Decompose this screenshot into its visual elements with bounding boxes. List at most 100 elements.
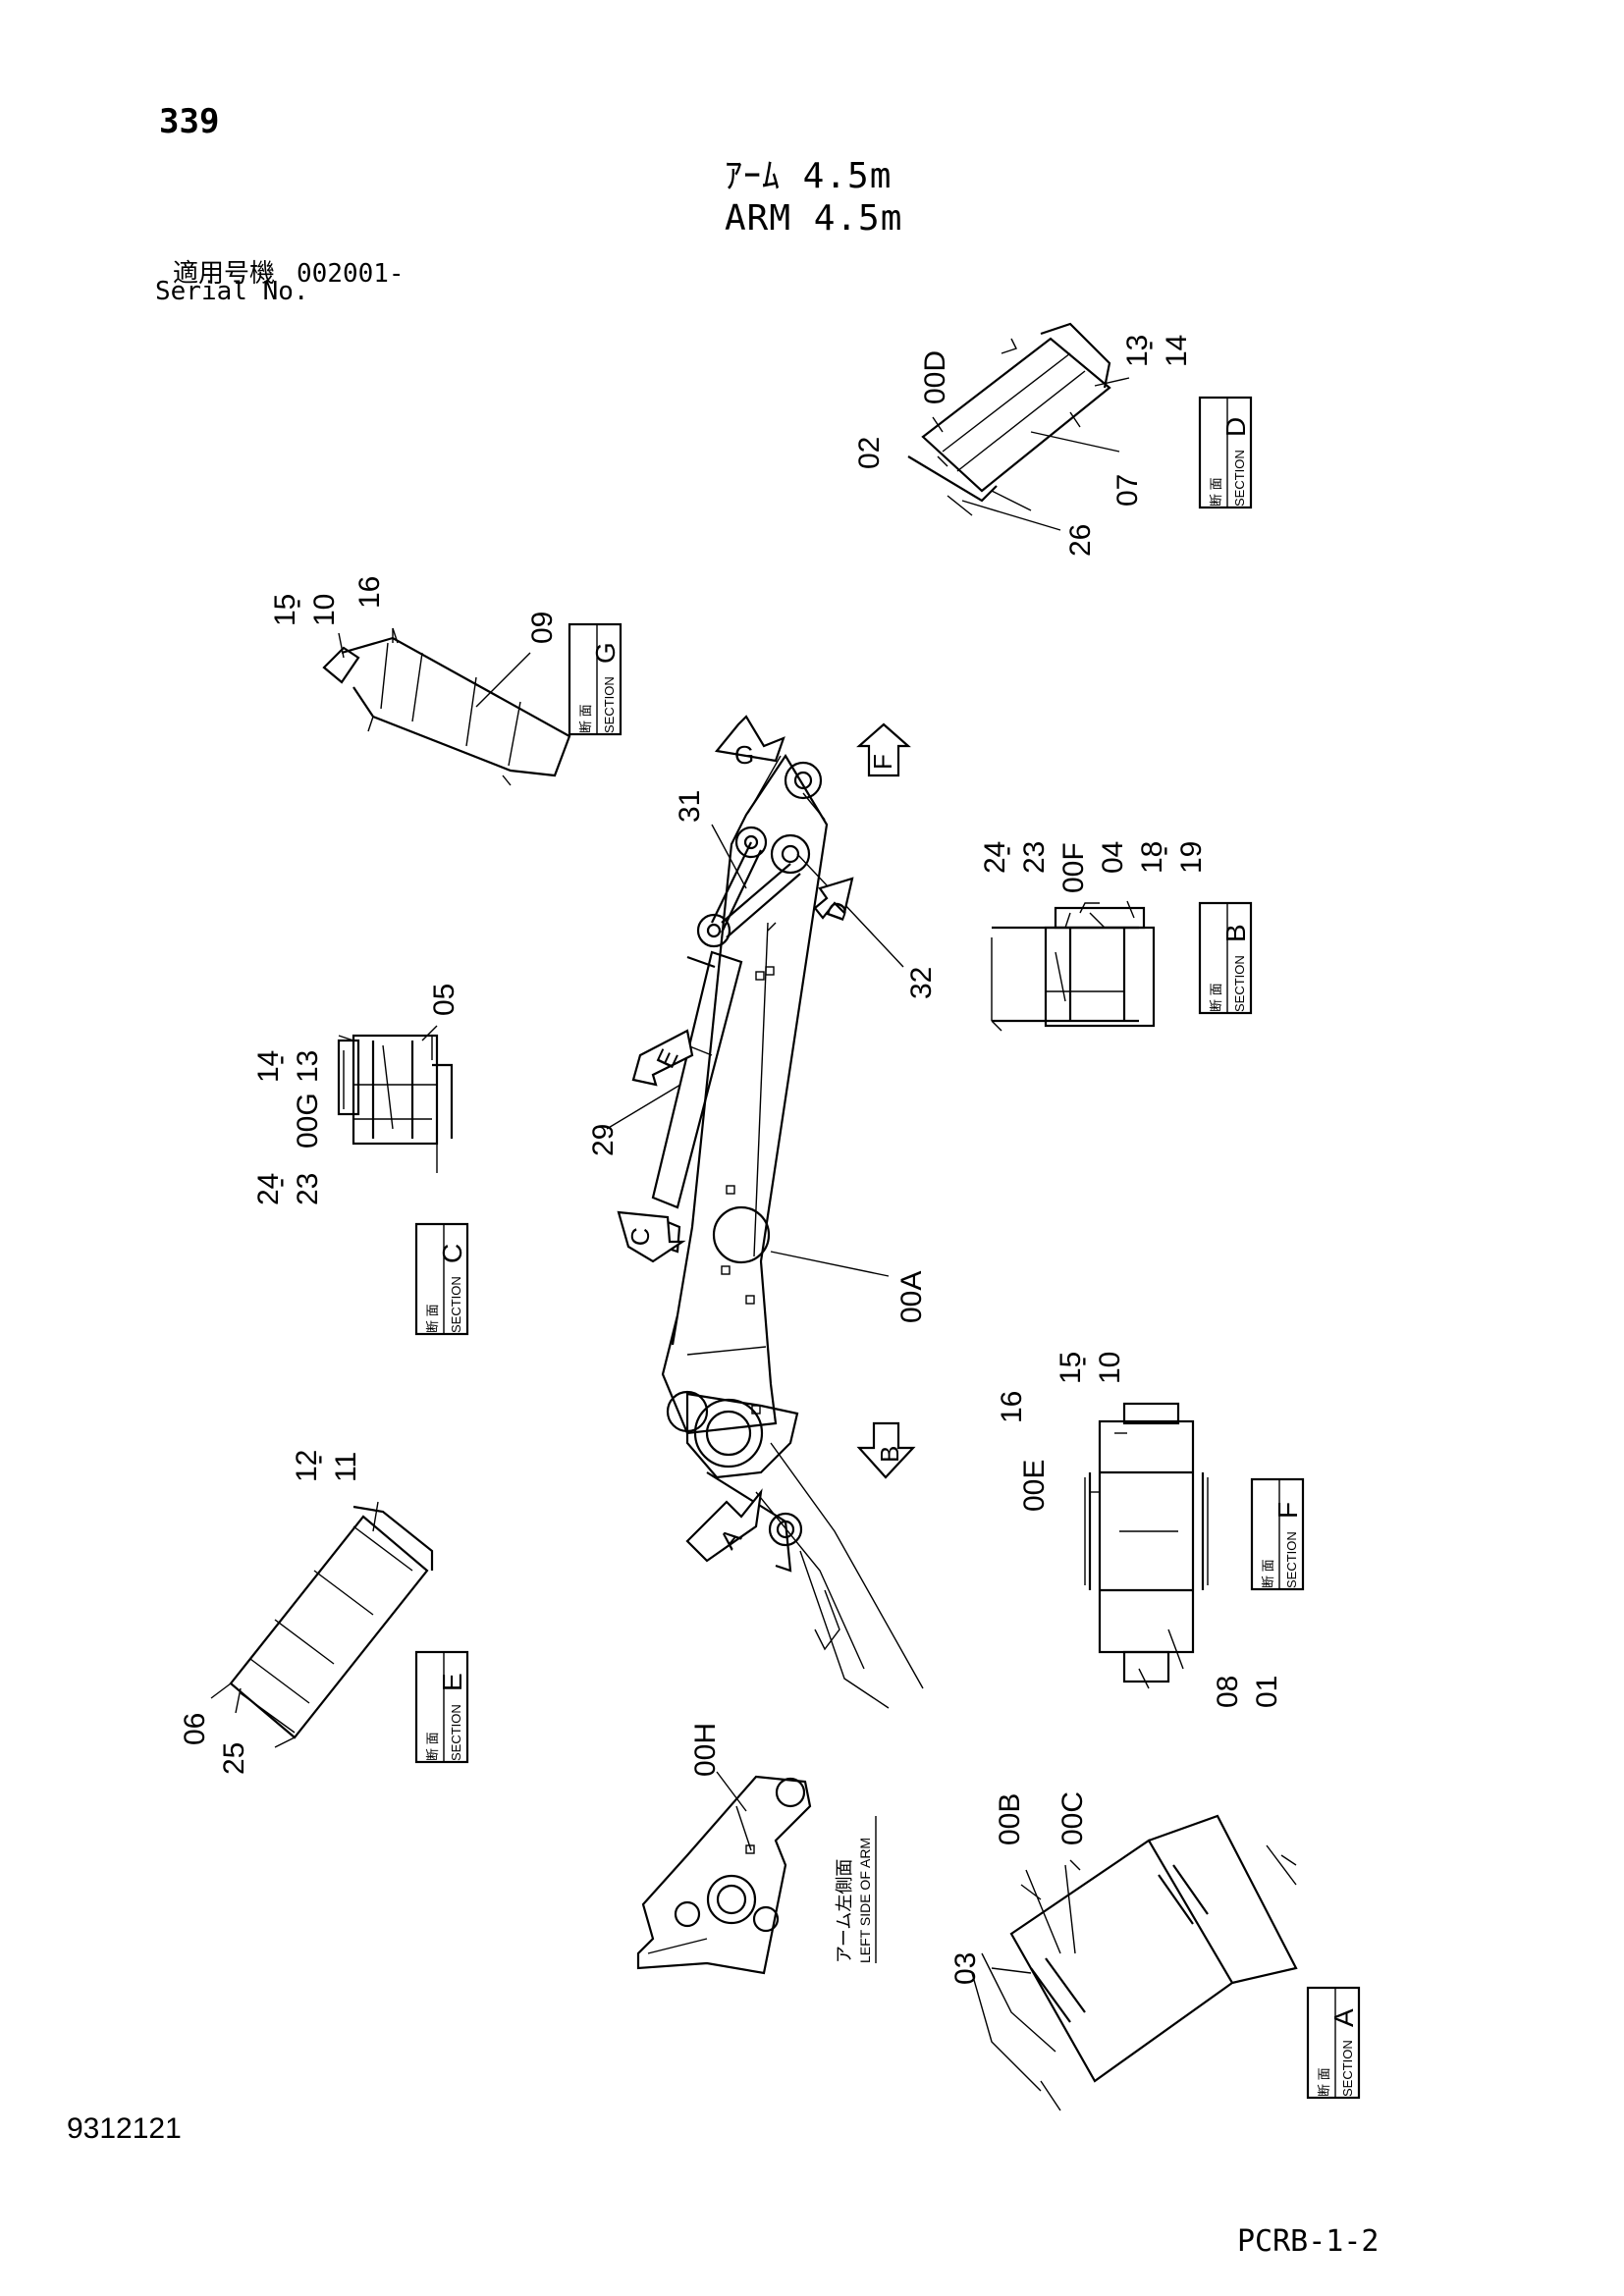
callout-00H: 00H — [689, 1723, 722, 1777]
arrow-letter-F: F — [868, 754, 897, 770]
arrow-letter-D: D — [820, 897, 854, 925]
drawing-number: 9312121 — [67, 2112, 182, 2145]
callout-00A: 00A — [895, 1271, 928, 1323]
section-label-en: SECTION — [449, 1704, 463, 1761]
section-box-C: 断 面 SECTION C — [414, 1222, 469, 1336]
callout-29: 29 — [587, 1124, 620, 1156]
callout-12: 12 — [291, 1450, 323, 1482]
section-label-en: SECTION — [1284, 1531, 1299, 1588]
serial-code: 002001- — [297, 259, 405, 289]
callout-00B: 00B — [994, 1793, 1026, 1845]
callout-16: 16 — [353, 576, 386, 609]
callout-dash: - — [1133, 341, 1165, 350]
section-letter: C — [437, 1244, 467, 1263]
section-label-jp: 断 面 — [425, 1304, 440, 1333]
callout-03: 03 — [949, 1952, 982, 1985]
section-label-jp: 断 面 — [1209, 477, 1223, 507]
view-arrow-A: A — [685, 1488, 763, 1563]
section-letter: G — [590, 642, 621, 664]
section-label-jp: 断 面 — [425, 1732, 440, 1761]
section-label-jp: 断 面 — [578, 704, 593, 733]
callout-dash: - — [281, 599, 313, 609]
callout-00C: 00C — [1056, 1791, 1089, 1845]
callout-16: 16 — [996, 1391, 1028, 1423]
callout-dash: - — [302, 1455, 335, 1465]
section-box-F: 断 面 SECTION F — [1250, 1477, 1305, 1591]
view-arrow-G: G — [714, 715, 785, 770]
left-side-label-jp: アーム左側面 — [835, 1859, 854, 1963]
section-box-E: 断 面 SECTION E — [414, 1650, 469, 1764]
callout-25: 25 — [218, 1742, 250, 1775]
callout-14: 14 — [1161, 335, 1193, 367]
section-E-view: 12 - 11 06 25 — [179, 1450, 434, 1775]
callout-08: 08 — [1212, 1676, 1244, 1708]
callout-07: 07 — [1111, 474, 1144, 507]
callout-31: 31 — [674, 790, 706, 823]
section-C-view: 05 14 - 13 00G 24 - 23 — [252, 984, 460, 1205]
callout-dash: - — [264, 1178, 297, 1188]
callout-00E: 00E — [1018, 1460, 1051, 1512]
section-B-view: 24 - 23 00F 04 18 - 19 — [979, 841, 1208, 1032]
serial-number-jp: 適用号機 002001- — [173, 253, 405, 290]
view-arrow-C: C — [617, 1210, 686, 1263]
callout-15: 15 — [269, 594, 301, 626]
section-letter: E — [437, 1673, 467, 1691]
section-F-view: 15 - 10 16 00E 08 01 — [996, 1352, 1283, 1708]
callout-06: 06 — [179, 1713, 211, 1745]
section-letter: A — [1328, 2008, 1359, 2027]
callout-dash: - — [991, 846, 1023, 856]
callout-24: 24 — [252, 1173, 285, 1205]
callout-00F: 00F — [1057, 842, 1090, 893]
section-label-en: SECTION — [449, 1276, 463, 1333]
section-G-view: 15 - 10 16 09 — [269, 576, 571, 786]
callout-23: 23 — [1018, 841, 1051, 874]
callout-dash: - — [1066, 1357, 1099, 1366]
section-box-A: 断 面 SECTION A — [1306, 1986, 1361, 2100]
view-arrow-F: F — [856, 722, 911, 777]
serial-label-en: Serial No. — [155, 277, 309, 306]
arrow-letter-C: C — [624, 1226, 656, 1247]
callout-00D: 00D — [919, 350, 951, 404]
callout-09: 09 — [526, 612, 559, 644]
callout-32: 32 — [905, 967, 938, 999]
section-label-jp: 断 面 — [1209, 983, 1223, 1012]
section-letter: D — [1220, 417, 1251, 437]
view-arrow-E: E — [631, 1029, 694, 1087]
arrow-letter-G: G — [734, 740, 754, 770]
page-reference: PCRB-1-2 — [1237, 2224, 1380, 2259]
main-arm-view: 31 32 29 00A — [587, 753, 938, 1709]
arrow-letter-B: B — [875, 1446, 904, 1463]
callout-13: 13 — [292, 1050, 324, 1083]
callout-19: 19 — [1175, 841, 1208, 874]
callout-10: 10 — [1094, 1352, 1126, 1384]
callout-18: 18 — [1136, 841, 1168, 874]
callout-00G: 00G — [292, 1093, 324, 1148]
section-box-B: 断 面 SECTION B — [1198, 901, 1253, 1015]
callout-23: 23 — [292, 1173, 324, 1205]
section-D-view: 00D 13 - 14 02 07 26 — [853, 322, 1193, 557]
callout-dash: - — [1148, 846, 1180, 856]
callout-01: 01 — [1251, 1676, 1283, 1708]
section-label-en: SECTION — [1232, 450, 1247, 507]
callout-04: 04 — [1097, 841, 1129, 874]
callout-dash: - — [264, 1055, 297, 1065]
section-label-en: SECTION — [602, 676, 617, 733]
callout-05: 05 — [428, 984, 460, 1016]
section-label-jp: 断 面 — [1317, 2067, 1331, 2097]
view-arrow-B: B — [856, 1421, 916, 1479]
section-box-D: 断 面 SECTION D — [1198, 396, 1253, 509]
page-number: 339 — [159, 102, 220, 141]
callout-15: 15 — [1055, 1352, 1087, 1384]
left-side-of-arm-view: 00H アーム左側面 LEFT SIDE OF ARM — [636, 1723, 877, 1975]
section-label-en: SECTION — [1340, 2040, 1355, 2097]
section-A-view: 00B 00C 03 — [949, 1791, 1298, 2111]
callout-02: 02 — [853, 437, 886, 469]
view-arrow-D: D — [813, 877, 854, 925]
callout-26: 26 — [1064, 524, 1097, 557]
callout-24: 24 — [979, 841, 1011, 874]
callout-10: 10 — [308, 594, 341, 626]
title-english: ARM 4.5m — [725, 198, 903, 239]
serial-label-jp: 適用号機 — [173, 259, 276, 289]
callout-13: 13 — [1121, 335, 1154, 367]
